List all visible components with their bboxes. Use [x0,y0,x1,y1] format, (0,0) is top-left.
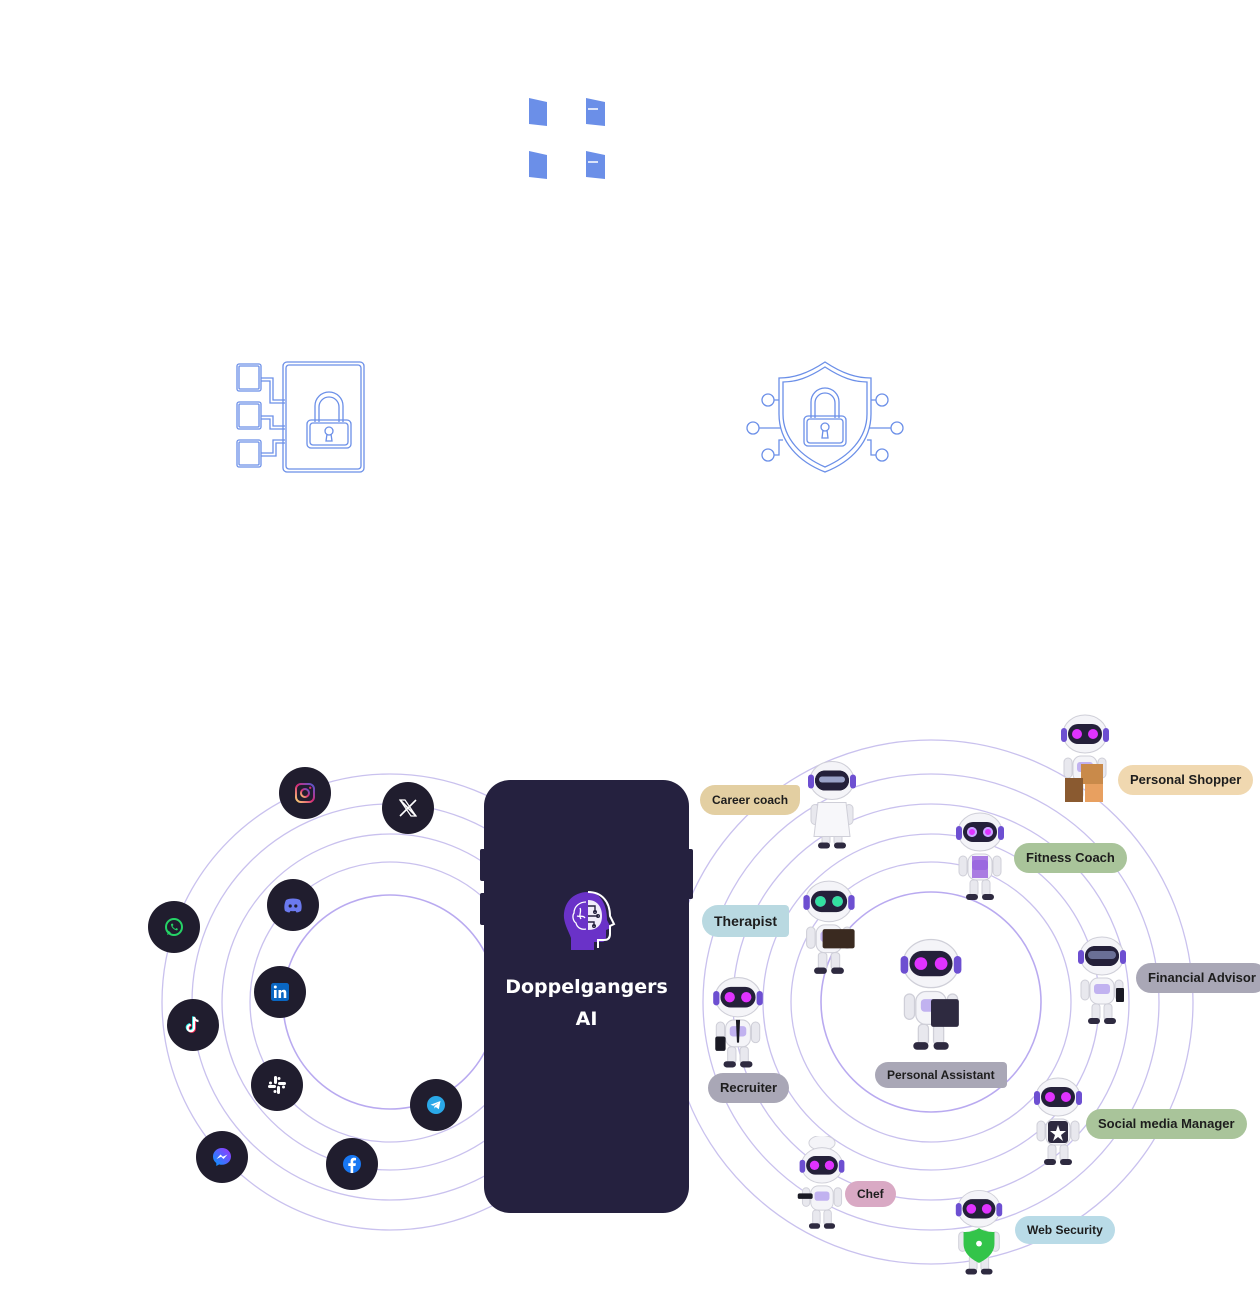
robot-personal-shopper [1060,714,1110,803]
robot-fitness-coach [955,812,1005,901]
phone-title-line1: Doppelgangers [505,976,668,998]
windows-icon [529,98,605,179]
phone-side-button [480,849,486,881]
instagram-icon[interactable] [279,767,331,819]
linkedin-icon[interactable] [254,966,306,1018]
phone-side-button [687,849,693,899]
slack-icon[interactable] [251,1059,303,1111]
book-lock-icon [236,361,365,473]
agent-tag-financial-advisor[interactable]: Financial Advisor [1136,963,1260,993]
robot-personal-assistant [899,938,963,1051]
messenger-icon[interactable] [196,1131,248,1183]
robot-therapist [802,880,856,975]
robot-recruiter [712,977,764,1068]
phone-device: Doppelgangers AI [484,780,689,1213]
agent-tag-therapist[interactable]: Therapist [702,905,790,937]
agent-tag-chef[interactable]: Chef [845,1181,896,1207]
agent-tag-fitness-coach[interactable]: Fitness Coach [1014,843,1127,873]
brain-head-logo [563,891,616,950]
robot-social-media-manager [1033,1077,1083,1166]
agent-tag-personal-shopper[interactable]: Personal Shopper [1118,765,1254,795]
agent-tag-recruiter[interactable]: Recruiter [708,1073,790,1103]
discord-icon[interactable] [267,879,319,931]
robot-career-coach [807,761,857,849]
phone-title-line2: AI [575,1008,598,1030]
robot-financial-advisor [1077,936,1127,1025]
facebook-icon[interactable] [326,1138,378,1190]
phone-side-button [480,893,486,925]
robot-web-security [955,1189,1003,1276]
tiktok-icon[interactable] [167,999,219,1051]
agent-tag-career-coach[interactable]: Career coach [700,785,801,815]
agent-tag-web-security[interactable]: Web Security [1015,1216,1115,1244]
x-icon[interactable] [382,782,434,834]
agent-tag-personal-assistant[interactable]: Personal Assistant [875,1062,1007,1088]
whatsapp-icon[interactable] [148,901,200,953]
robot-chef [797,1136,845,1230]
agent-tag-social-media-manager[interactable]: Social media Manager [1086,1109,1247,1139]
shield-lock-icon [746,361,904,473]
telegram-icon[interactable] [410,1079,462,1131]
